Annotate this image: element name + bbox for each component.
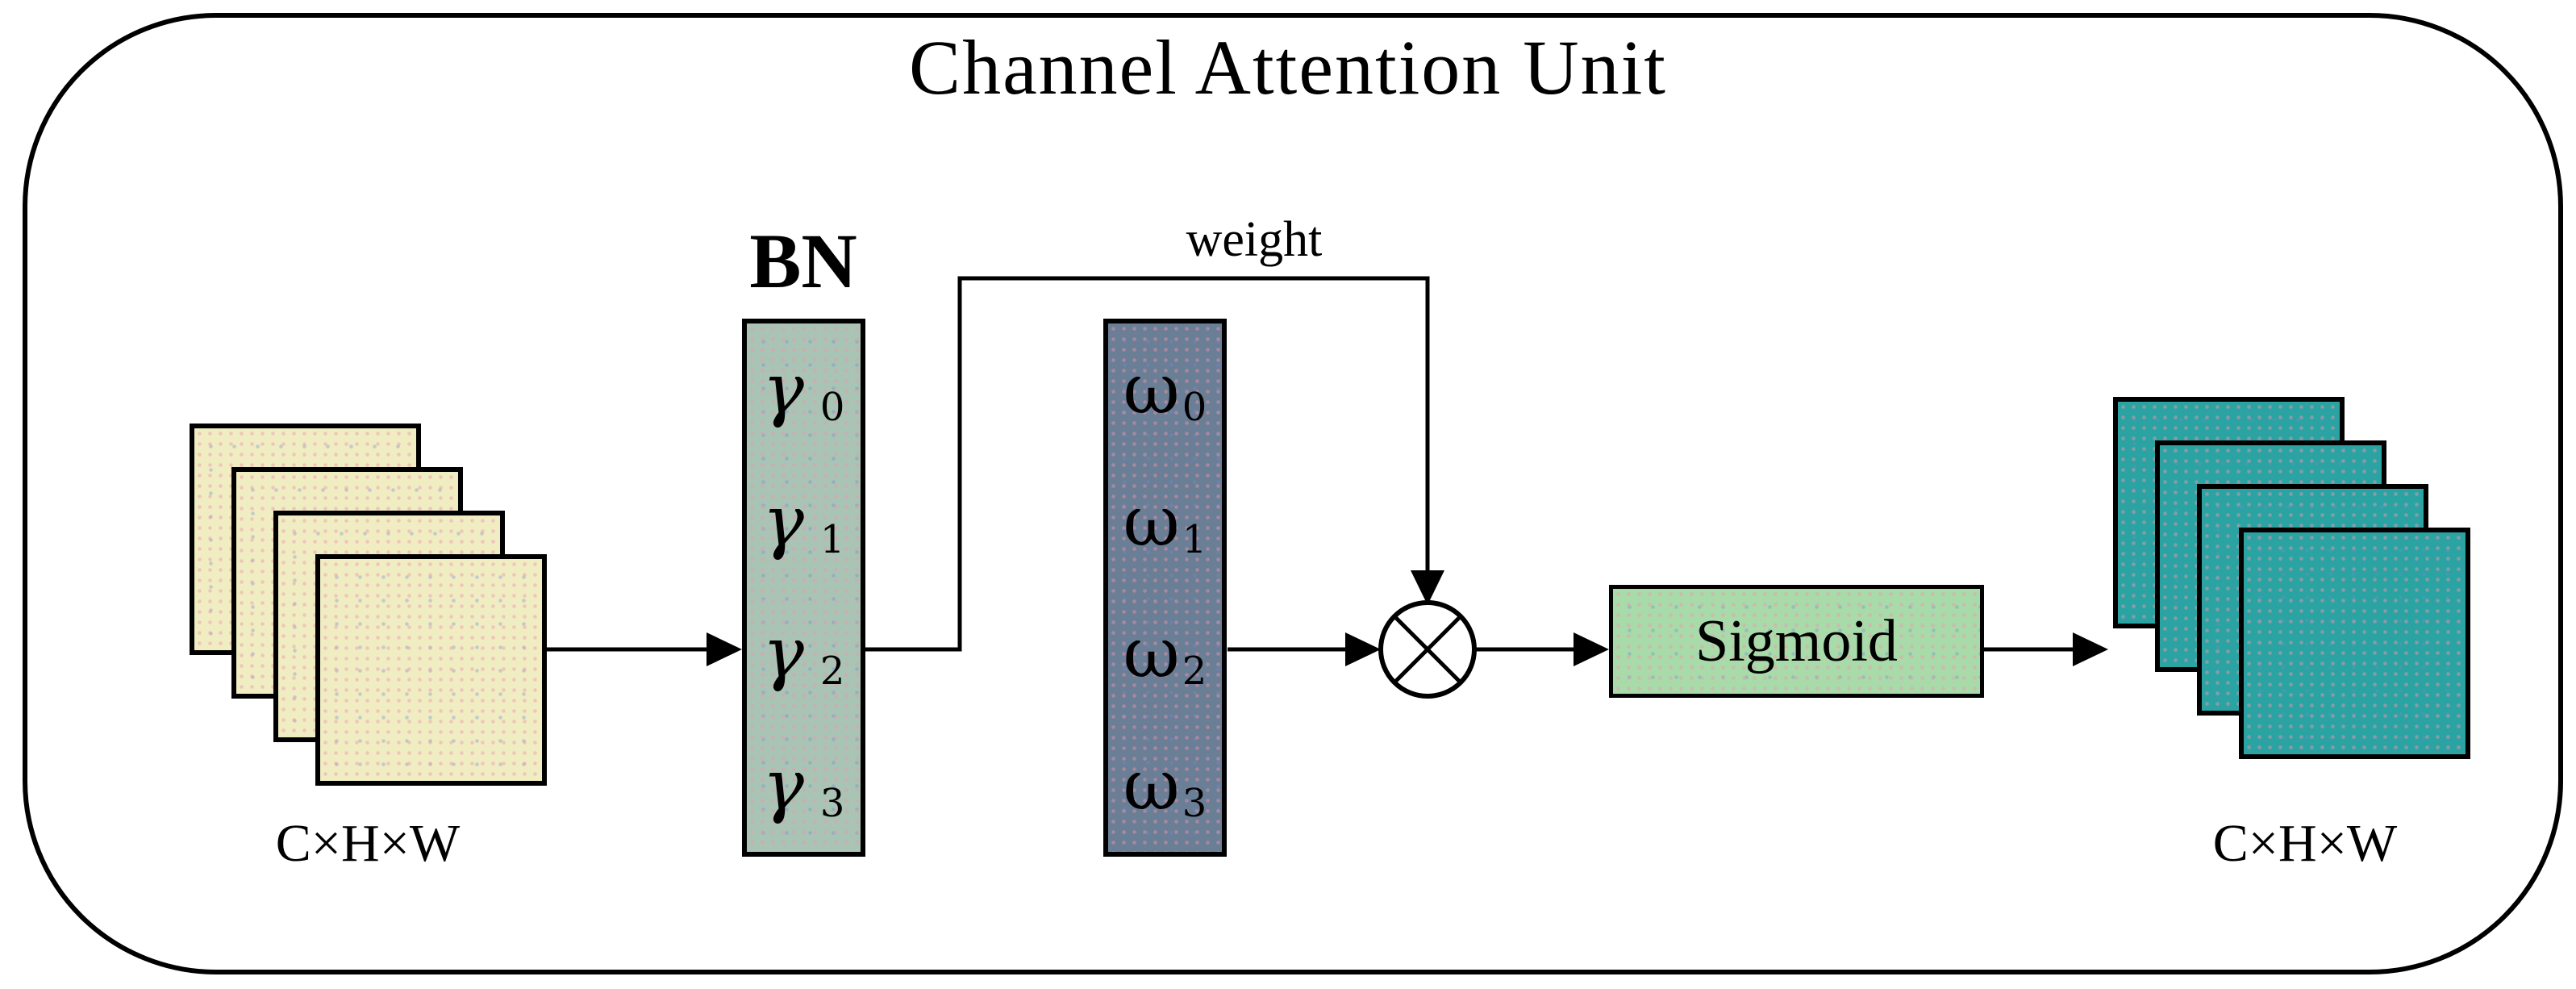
gamma-subscript: 3 xyxy=(819,781,845,827)
omega-subscript: 1 xyxy=(1182,516,1207,562)
omega-subscript: 0 xyxy=(1182,384,1207,430)
omega-symbol: ω xyxy=(1123,481,1180,562)
diagram-title: Channel Attention Unit xyxy=(909,24,1667,111)
outer-frame xyxy=(23,13,2563,974)
gamma-subscript: 0 xyxy=(819,384,845,430)
input-dimension-label: C×H×W xyxy=(275,814,461,873)
omega-subscript: 3 xyxy=(1182,781,1207,827)
gamma-symbol: γ xyxy=(762,481,804,562)
omega-symbol: ω xyxy=(1123,745,1180,827)
gamma-symbol: γ xyxy=(762,745,804,827)
weight-label: weight xyxy=(1186,212,1323,267)
omega-subscript: 2 xyxy=(1182,649,1207,695)
output-dimension-label: C×H×W xyxy=(2212,814,2398,873)
sigmoid-label: Sigmoid xyxy=(1695,607,1898,674)
output-feature-stack xyxy=(2113,397,2576,881)
bn-label: BN xyxy=(749,218,857,304)
input-feature-map-layer xyxy=(315,554,547,786)
omega-symbol: ω xyxy=(1123,348,1180,430)
gamma-subscript: 2 xyxy=(819,649,845,695)
omega-symbol: ω xyxy=(1123,613,1180,695)
gamma-symbol: γ xyxy=(762,348,804,430)
output-feature-map-layer xyxy=(2239,528,2470,759)
input-feature-stack xyxy=(190,424,673,908)
gamma-subscript: 1 xyxy=(819,516,845,562)
sigmoid-box: Sigmoid xyxy=(1609,585,1984,698)
gamma-symbol: γ xyxy=(762,613,804,695)
